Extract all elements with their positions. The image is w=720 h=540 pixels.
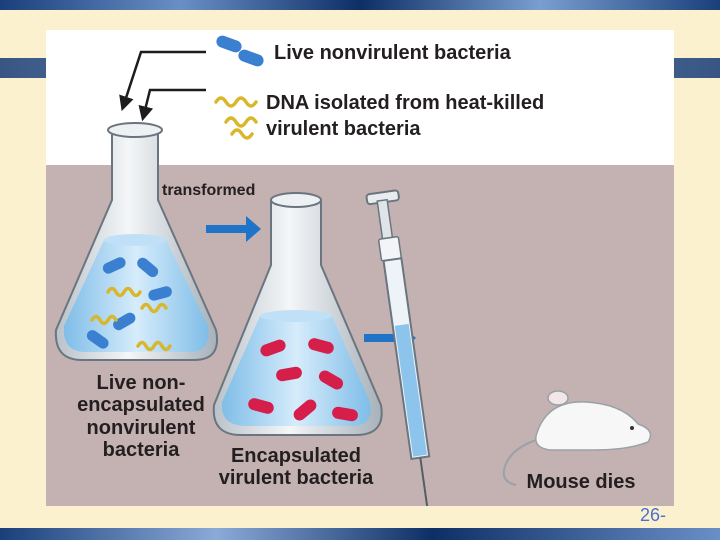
mouse-caption: Mouse dies (526, 471, 636, 493)
transformed-label: transformed (162, 182, 256, 199)
flask1-caption-line2: encapsulated (77, 394, 205, 417)
page-number: 26- (640, 505, 667, 525)
flask1-caption: Live non- encapsulated nonvirulent bacte… (56, 372, 226, 462)
flask2-virulent-bacteria (248, 338, 358, 422)
syringe (365, 189, 431, 506)
flask-encapsulated (212, 192, 383, 436)
flask2-caption-line2: virulent bacteria (218, 467, 374, 490)
flask2-caption: Encapsulated virulent bacteria (201, 445, 391, 490)
flask1-caption-line4: bacteria (102, 439, 180, 462)
mouse (502, 390, 652, 486)
bottom-decorative-band (0, 528, 720, 540)
legend-pointer-live (119, 50, 206, 112)
flask1-caption-line1: Live non- (96, 372, 186, 394)
top-decorative-band (0, 0, 720, 10)
legend-dna-icon (214, 96, 258, 140)
figure-panel: Live nonvirulent bacteria DNA isolated f… (46, 30, 674, 506)
diagram-graphics (54, 35, 652, 506)
flask1-caption-line3: nonvirulent (86, 416, 196, 439)
flask1-live-bacteria (86, 257, 172, 349)
flask-nonencapsulated (54, 122, 218, 361)
legend-live-label: Live nonvirulent bacteria (274, 42, 511, 64)
legend-live-bacteria-icon (216, 35, 264, 67)
legend-dna-label-line2: virulent bacteria (266, 118, 421, 140)
flask2-caption-line1: Encapsulated (230, 445, 362, 467)
transformed-arrow (206, 216, 261, 242)
legend-pointer-dna (138, 88, 206, 122)
legend-dna-label-line1: DNA isolated from heat-killed (266, 92, 545, 114)
flask1-dna-strands (90, 286, 172, 352)
